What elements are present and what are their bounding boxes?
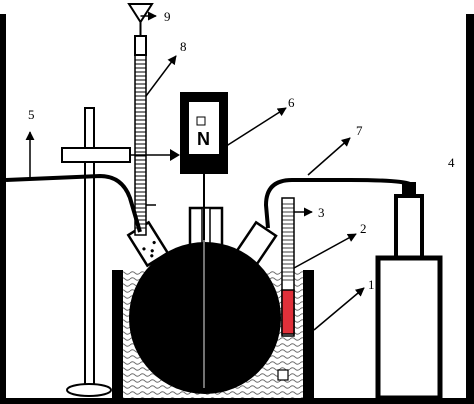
gas-outlet-assembly: [263, 178, 443, 401]
burette: [127, 3, 156, 236]
callout-arrows: [25, 11, 365, 331]
gas-inlet-tube: [5, 173, 142, 233]
retort-stand: [61, 107, 131, 397]
callout-7: 7: [356, 123, 363, 138]
callout-8: 8: [180, 39, 187, 54]
callout-6: 6: [288, 95, 295, 110]
frame: [0, 14, 474, 404]
callout-3: 3: [318, 205, 325, 220]
callout-1: 1: [368, 277, 375, 292]
funnel-icon: [127, 3, 154, 24]
callout-4: 4: [448, 155, 455, 170]
callout-9: 9: [164, 9, 171, 24]
stirrer-motor: [180, 92, 289, 390]
callout-2: 2: [360, 221, 367, 236]
mercury-column: [281, 289, 295, 335]
thermometer: [281, 197, 295, 337]
callout-5: 5: [28, 107, 35, 122]
clamp-pointer-tip: [170, 149, 180, 161]
motor-label: N: [197, 129, 210, 149]
